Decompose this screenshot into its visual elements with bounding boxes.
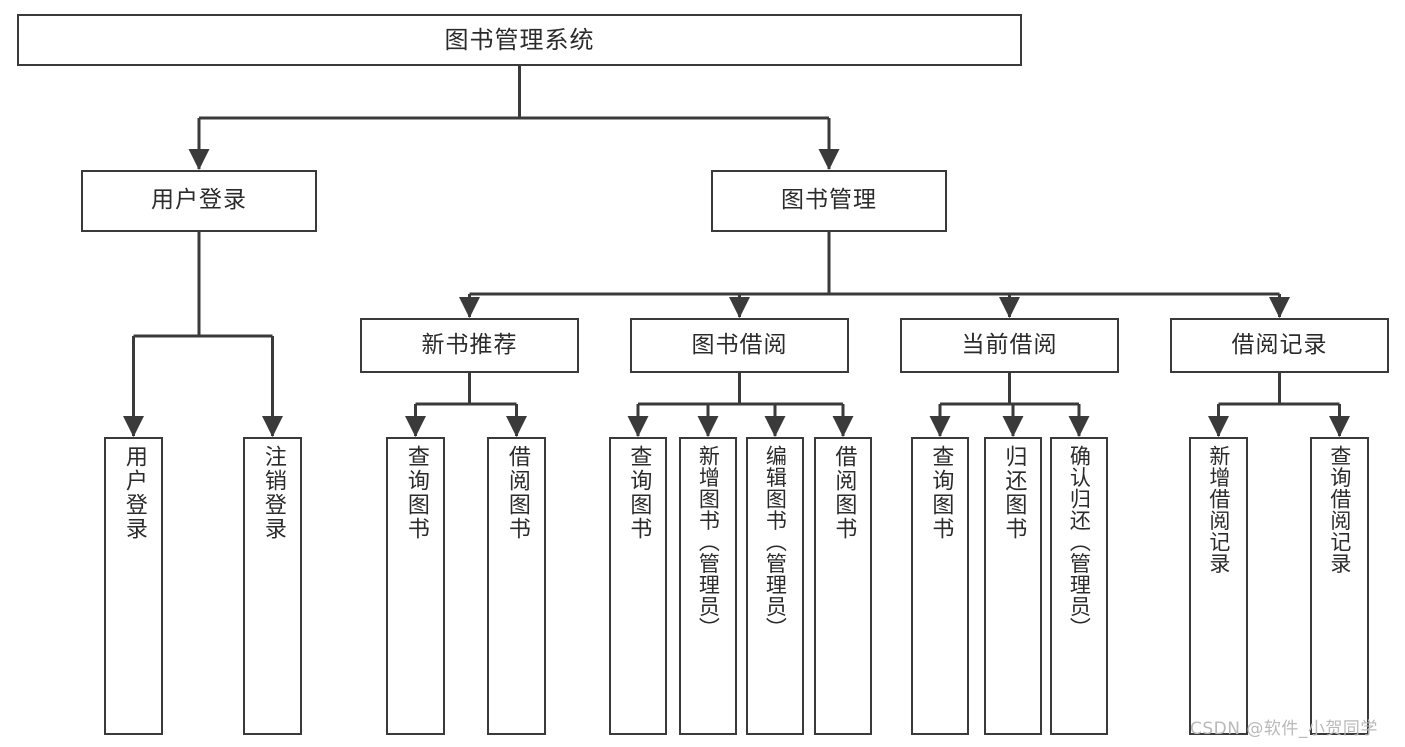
node-leaf-edit-book[interactable]: 编辑图书（管理员）	[746, 437, 804, 735]
node-leaf-query-book-2[interactable]: 查询图书	[609, 437, 667, 735]
node-leaf-query-record-label: 查询借阅记录	[1327, 445, 1352, 574]
node-leaf-add-record-label: 新增借阅记录	[1206, 445, 1231, 574]
node-leaf-user-logout[interactable]: 注销登录	[243, 437, 302, 735]
node-book-manage-label: 图书管理	[781, 187, 877, 214]
node-new-book-recommend-label: 新书推荐	[421, 331, 518, 358]
node-new-book-recommend[interactable]: 新书推荐	[360, 318, 579, 373]
node-user-login-label: 用户登录	[151, 187, 247, 214]
node-book-borrow[interactable]: 图书借阅	[630, 318, 849, 373]
node-leaf-edit-book-label: 编辑图书（管理员）	[763, 445, 788, 639]
node-root[interactable]: 图书管理系统	[17, 14, 1022, 66]
node-borrow-record[interactable]: 借阅记录	[1170, 318, 1389, 373]
node-leaf-query-book-2-label: 查询图书	[626, 445, 652, 541]
watermark: CSDN @软件_小贺同学	[1190, 719, 1378, 739]
node-leaf-user-login[interactable]: 用户登录	[104, 437, 163, 735]
node-leaf-borrow-book-2-label: 借阅图书	[831, 445, 857, 541]
node-book-borrow-label: 图书借阅	[691, 331, 788, 358]
node-leaf-query-book-1-label: 查询图书	[403, 445, 429, 541]
node-leaf-query-book-3[interactable]: 查询图书	[911, 437, 969, 735]
node-leaf-return-book[interactable]: 归还图书	[984, 437, 1042, 735]
node-leaf-add-book[interactable]: 新增图书（管理员）	[679, 437, 737, 735]
node-leaf-query-book-1[interactable]: 查询图书	[386, 437, 445, 735]
node-book-manage[interactable]: 图书管理	[711, 170, 947, 232]
node-leaf-add-record[interactable]: 新增借阅记录	[1189, 437, 1248, 735]
node-root-label: 图书管理系统	[444, 25, 595, 54]
node-leaf-user-login-label: 用户登录	[121, 445, 147, 541]
node-borrow-record-label: 借阅记录	[1231, 331, 1328, 358]
node-leaf-confirm-return-label: 确认归还（管理员）	[1067, 445, 1092, 639]
node-leaf-borrow-book-1[interactable]: 借阅图书	[487, 437, 546, 735]
node-leaf-borrow-book-2[interactable]: 借阅图书	[814, 437, 872, 735]
node-user-login[interactable]: 用户登录	[81, 170, 317, 232]
node-leaf-query-book-3-label: 查询图书	[928, 445, 954, 541]
node-leaf-confirm-return[interactable]: 确认归还（管理员）	[1050, 437, 1108, 735]
node-current-borrow[interactable]: 当前借阅	[900, 318, 1119, 373]
node-leaf-query-record[interactable]: 查询借阅记录	[1310, 437, 1369, 735]
node-leaf-add-book-label: 新增图书（管理员）	[696, 445, 721, 639]
node-leaf-return-book-label: 归还图书	[1001, 445, 1027, 541]
node-leaf-user-logout-label: 注销登录	[260, 445, 286, 541]
node-current-borrow-label: 当前借阅	[961, 331, 1058, 358]
node-leaf-borrow-book-1-label: 借阅图书	[504, 445, 530, 541]
